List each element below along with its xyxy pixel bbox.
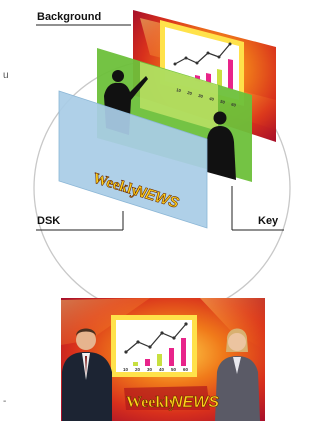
composite-chart-tick: 10	[123, 367, 129, 372]
background-chart-tick: 60	[231, 102, 237, 108]
composite-weekly-news-logo: Weekly NEWS	[124, 386, 220, 411]
background-chart-ticks: 10 10 20 20 30 30 40 40 50 50 60 60	[123, 87, 237, 372]
composite-anchor-woman	[215, 328, 260, 421]
background-chart-tick: 50	[220, 99, 226, 105]
composite-output: Weekly NEWS	[61, 298, 265, 421]
composite-chart-tick: 20	[135, 367, 141, 372]
background-chart-tick: 20	[187, 90, 193, 96]
dsk-layer	[58, 90, 208, 229]
edge-mark-bottom: -	[3, 396, 7, 407]
background-chart-tick: 10	[176, 87, 182, 93]
composite-chart-tick: 30	[147, 367, 153, 372]
composite-chart-tick: 60	[183, 367, 189, 372]
dsk-label: DSK	[37, 215, 61, 227]
composite-anchor-man	[62, 328, 112, 421]
key-presenter-right-silhouette	[207, 111, 236, 180]
background-label: Background	[37, 11, 102, 23]
edge-mark-top: u	[3, 70, 9, 81]
composite-logo-weekly: Weekly	[126, 394, 177, 411]
background-chart-tick: 30	[198, 93, 204, 99]
key-label: Key	[258, 215, 279, 227]
composite-logo-news: NEWS	[171, 394, 219, 411]
composite-chart-tick: 40	[159, 367, 165, 372]
background-chart-tick: 40	[209, 96, 215, 102]
composite-chart-tick: 50	[171, 367, 177, 372]
